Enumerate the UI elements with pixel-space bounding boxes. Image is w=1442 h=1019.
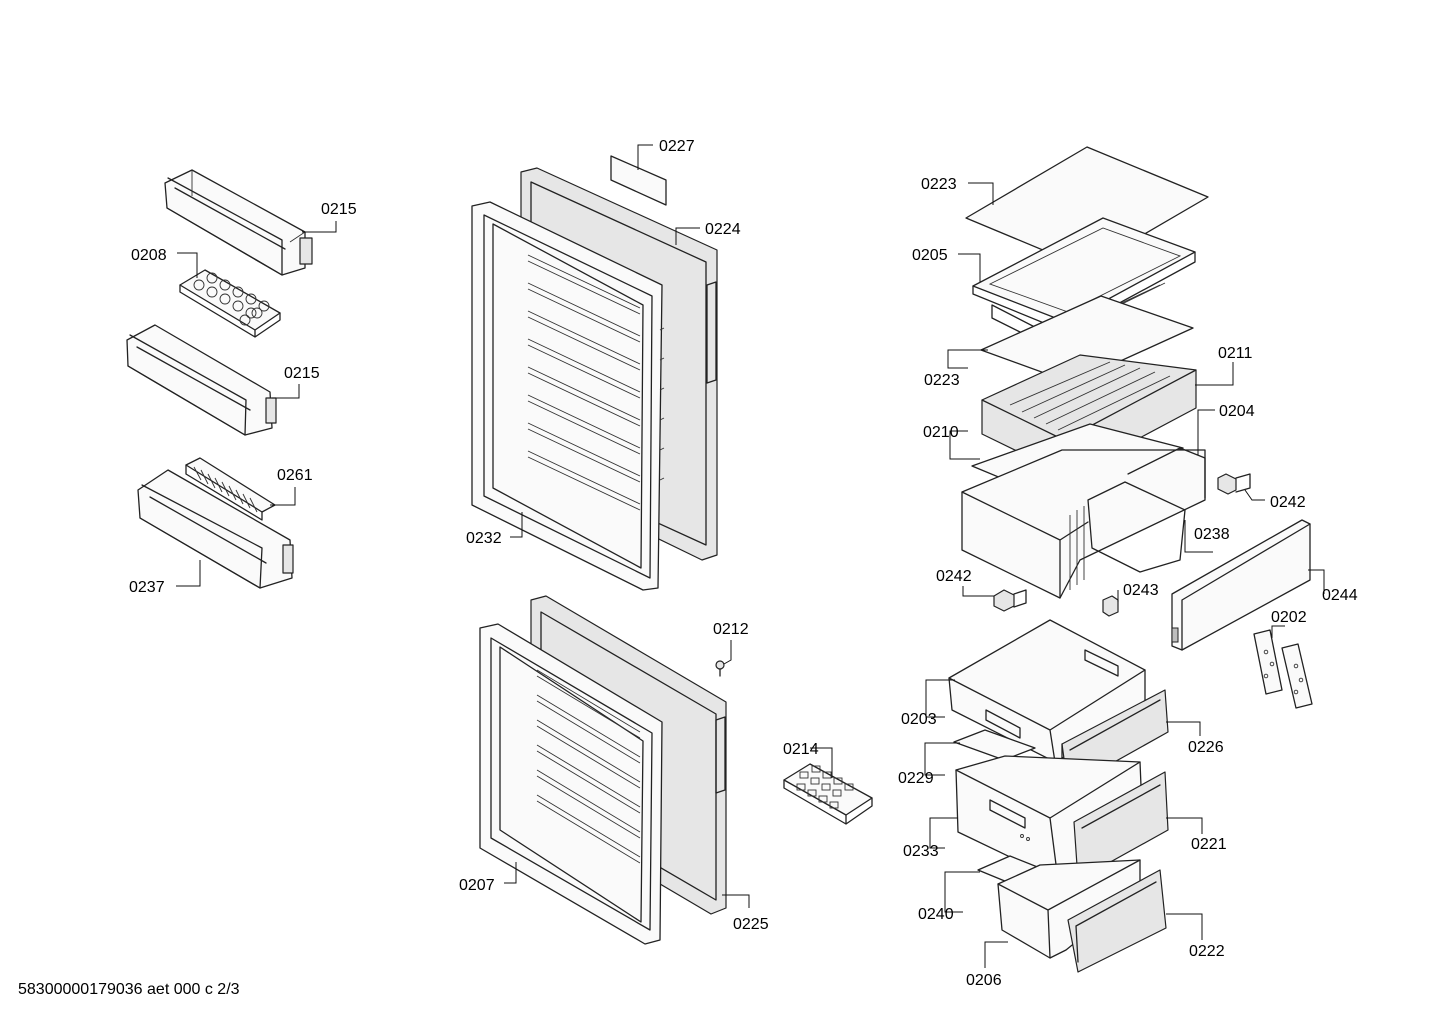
label-0210: 0210 (923, 424, 959, 441)
crisper-drawer-0204 (961, 447, 1206, 599)
label-0223-middle: 0223 (924, 372, 960, 389)
screw-0212 (715, 660, 725, 677)
clip-0242-lower (993, 589, 1027, 612)
label-0237: 0237 (129, 579, 165, 596)
label-0215-middle: 0215 (284, 365, 320, 382)
door-shelf-bottle-0237 (137, 469, 294, 589)
label-0229: 0229 (898, 770, 934, 787)
label-0233: 0233 (903, 843, 939, 860)
label-0208: 0208 (131, 247, 167, 264)
label-0243: 0243 (1123, 582, 1159, 599)
label-0227: 0227 (659, 138, 695, 155)
label-0240: 0240 (918, 906, 954, 923)
clip-0242-upper (1217, 473, 1251, 495)
label-0242-upper: 0242 (1270, 494, 1306, 511)
label-0204: 0204 (1219, 403, 1255, 420)
label-0203: 0203 (901, 711, 937, 728)
label-0212: 0212 (713, 621, 749, 638)
leader-lines (176, 144, 1325, 968)
door-shelf-upper-0215 (164, 169, 313, 276)
label-0202: 0202 (1271, 609, 1307, 626)
front-panel-0244 (1171, 519, 1311, 651)
label-0244: 0244 (1322, 587, 1358, 604)
ice-cube-tray-0214 (783, 763, 873, 825)
label-0232: 0232 (466, 530, 502, 547)
document-number: 58300000179036 aet 000 c 2/3 (18, 981, 240, 998)
label-0225: 0225 (733, 916, 769, 933)
label-0211: 0211 (1218, 345, 1253, 362)
label-0261: 0261 (277, 467, 313, 484)
egg-tray-0208 (179, 269, 281, 338)
drawer-front-bottom-0222 (1067, 869, 1167, 973)
door-shelf-ribs-upper (527, 254, 665, 511)
label-0226: 0226 (1188, 739, 1224, 756)
drawer-front-middle-0221 (1073, 771, 1169, 881)
label-0215-upper: 0215 (321, 201, 357, 218)
label-0206: 0206 (966, 972, 1002, 989)
door-gasket-upper-0232 (471, 201, 665, 591)
label-0205: 0205 (912, 247, 948, 264)
door-gasket-lower-0207 (479, 623, 663, 945)
label-0207: 0207 (459, 877, 495, 894)
cold-packs-0202 (1253, 629, 1313, 709)
label-0238: 0238 (1194, 526, 1230, 543)
label-sticker-0227 (610, 155, 667, 206)
clip-0243 (1102, 595, 1119, 617)
divider-0229 (953, 729, 1036, 761)
door-shelf-ribs-lower (536, 669, 641, 864)
label-0214: 0214 (783, 741, 819, 758)
part-labels: 0215 0208 0215 0261 0237 0227 0224 0232 … (129, 138, 1358, 989)
label-0242-lower: 0242 (936, 568, 972, 585)
label-0222: 0222 (1189, 943, 1225, 960)
label-0223-top: 0223 (921, 176, 957, 193)
label-0224: 0224 (705, 221, 741, 238)
door-shelf-middle-0215 (126, 324, 277, 436)
label-0221: 0221 (1191, 836, 1227, 853)
